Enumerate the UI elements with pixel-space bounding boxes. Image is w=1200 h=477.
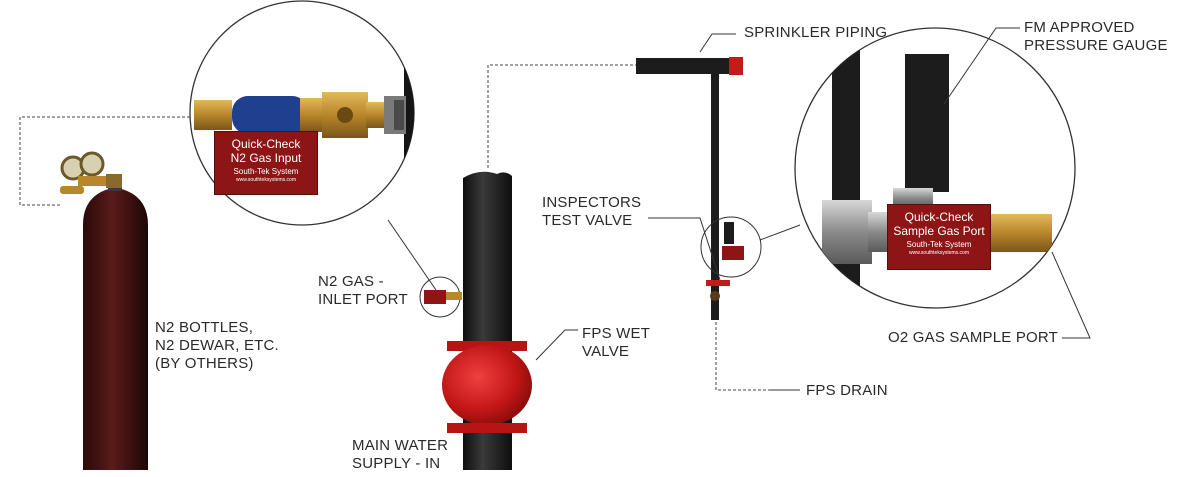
n2-inlet-port-label: N2 GAS - INLET PORT (318, 273, 408, 308)
main-water-supply-label: MAIN WATER SUPPLY - IN (352, 437, 449, 472)
pressure-gauge-label: FM APPROVED PRESSURE GAUGE (1024, 19, 1168, 54)
sample-gas-port-tag: Quick-Check Sample Gas Port South-Tek Sy… (887, 204, 991, 270)
tag-line1: Quick-Check (904, 210, 974, 224)
fps-wet-valve (442, 341, 532, 433)
sprinkler-pipe (636, 57, 743, 320)
tag-line3: South-Tek System (906, 240, 972, 249)
n2-cylinder (83, 183, 148, 470)
sprinkler-piping-label: SPRINKLER PIPING (744, 24, 888, 41)
fps-drain-label: FPS DRAIN (806, 382, 888, 399)
fps-wet-valve-label: FPS WET VALVE (582, 325, 651, 360)
sample-gas-port-detail (794, 27, 1076, 309)
tag-line2: Sample Gas Port (893, 224, 985, 238)
tag-line4: www.southteksystems.com (908, 250, 970, 256)
inspectors-test-valve-label: INSPECTORS TEST VALVE (542, 194, 642, 229)
tag-line2: N2 Gas Input (230, 151, 302, 165)
tag-line4: www.southteksystems.com (235, 177, 297, 183)
n2-gas-input-tag: Quick-Check N2 Gas Input South-Tek Syste… (214, 131, 318, 195)
n2-gas-input-detail (189, 0, 415, 226)
regulator (60, 151, 122, 194)
tag-line3: South-Tek System (233, 167, 299, 176)
tag-line1: Quick-Check (231, 137, 301, 151)
n2-bottles-label: N2 BOTTLES, N2 DEWAR, ETC. (BY OTHERS) (155, 319, 279, 372)
o2-sample-port-label: O2 GAS SAMPLE PORT (888, 329, 1059, 346)
